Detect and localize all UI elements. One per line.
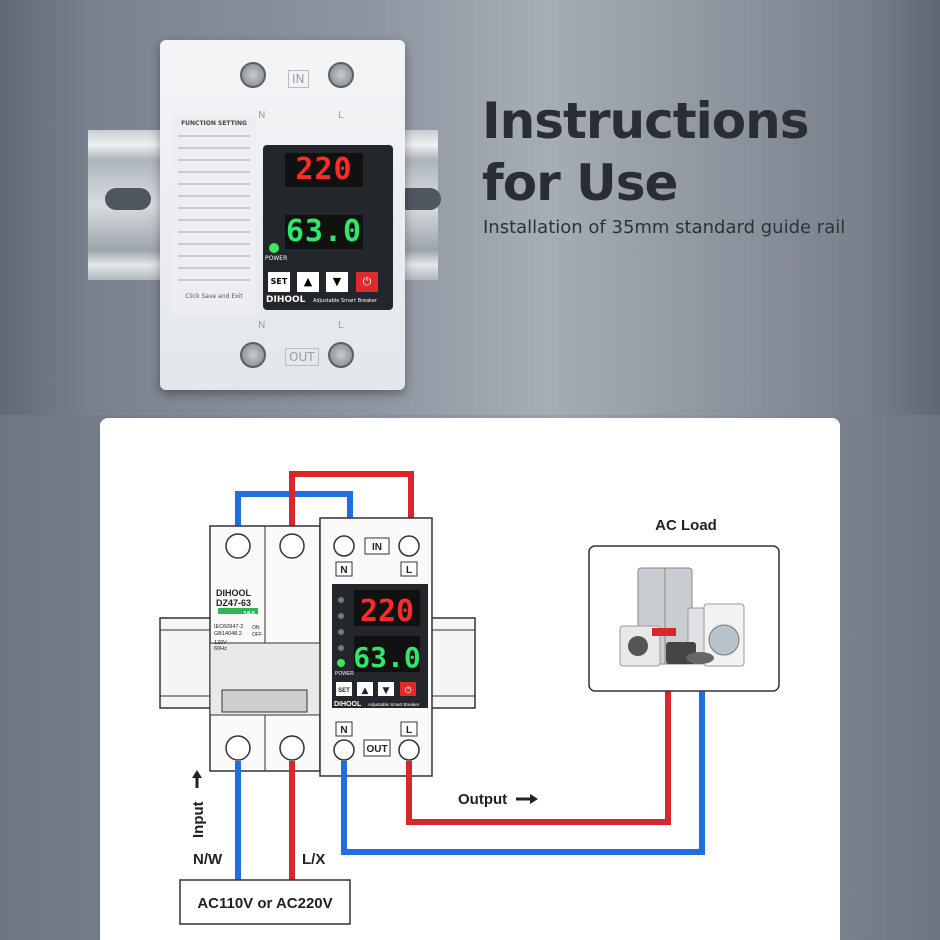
wire-red-output bbox=[406, 690, 671, 825]
up-arrow-icon: ▲ bbox=[362, 686, 369, 696]
terminal-screw-icon bbox=[240, 62, 266, 88]
current-display: 63.0 bbox=[285, 214, 363, 249]
set-label: SET bbox=[338, 688, 350, 694]
mcb-toggle[interactable] bbox=[221, 689, 308, 713]
mcb-model: DZ47-63 bbox=[216, 598, 251, 608]
down-arrow-icon: ▼ bbox=[383, 686, 390, 696]
input-arrow-icon bbox=[192, 770, 202, 788]
function-setting-title: FUNCTION SETTING bbox=[181, 120, 247, 127]
wall-shadow-right bbox=[852, 0, 940, 415]
mcb-on: ON bbox=[252, 625, 260, 631]
terminal-screw-icon bbox=[328, 342, 354, 368]
power-source-label: AC110V or AC220V bbox=[197, 895, 332, 912]
mcb-green-indicator bbox=[218, 608, 258, 614]
terminal-screw-icon bbox=[333, 535, 355, 557]
mcb-voltage: 120V bbox=[214, 640, 227, 646]
click-save-label: Click Save and Exit bbox=[185, 293, 243, 300]
neutral-label: N/W bbox=[193, 851, 223, 868]
in-label: IN bbox=[288, 70, 309, 88]
line-label: L/X bbox=[302, 851, 325, 868]
terminal-screw-icon bbox=[240, 342, 266, 368]
down-arrow-button[interactable]: ▼ bbox=[326, 272, 348, 292]
terminal-screw-icon bbox=[398, 739, 420, 761]
mcb-frequency: 60Hz bbox=[214, 646, 227, 652]
rail-slot bbox=[105, 188, 151, 210]
output-label: Output bbox=[458, 791, 507, 808]
input-label: Input bbox=[190, 801, 207, 838]
up-arrow-button[interactable] bbox=[357, 682, 373, 696]
mcb-brand: DIHOOL bbox=[216, 588, 252, 598]
ac-load-label: AC Load bbox=[655, 517, 717, 534]
terminal-screw-icon bbox=[225, 533, 251, 559]
terminal-screw-icon bbox=[225, 735, 251, 761]
n-label: N bbox=[258, 320, 266, 331]
mcb-rating: 16A bbox=[243, 611, 256, 618]
l-label: L bbox=[338, 320, 344, 331]
breaker-control-panel: 220 63.0 POWER SET ▲ ▼ ⏻ DIHOOL Adjustab… bbox=[263, 145, 393, 310]
n-label: N bbox=[258, 110, 266, 121]
wire-red-top bbox=[289, 471, 414, 530]
up-arrow-button[interactable]: ▲ bbox=[297, 272, 319, 292]
power-button[interactable]: ⏻ bbox=[356, 272, 378, 292]
l-label: L bbox=[406, 725, 412, 736]
brand-label: DIHOOL bbox=[334, 701, 362, 708]
out-label: OUT bbox=[366, 744, 387, 755]
power-source-box bbox=[179, 879, 351, 925]
out-label: OUT bbox=[285, 348, 319, 366]
brand-label: DIHOOL bbox=[266, 295, 306, 305]
in-label: IN bbox=[372, 542, 382, 553]
voltage-display: 220 bbox=[360, 594, 414, 629]
model-label: Adjustable Smart Breaker bbox=[368, 702, 420, 707]
output-arrow-icon bbox=[516, 794, 538, 804]
down-arrow-button[interactable] bbox=[378, 682, 394, 696]
rail-slot bbox=[395, 188, 441, 210]
power-label: POWER bbox=[265, 255, 288, 262]
model-label: Adjustable Smart Breaker bbox=[313, 298, 378, 304]
function-setting-panel: FUNCTION SETTING Click Save and Exit bbox=[172, 115, 256, 315]
product-photo: IN N L FUNCTION SETTING Click Save and E… bbox=[0, 0, 940, 415]
mcb-breaker: DIHOOL DZ47-63 16A IEC60947-2 GB14048.2 … bbox=[209, 525, 321, 772]
mcb-std1: IEC60947-2 bbox=[214, 624, 243, 630]
set-button[interactable] bbox=[336, 682, 352, 696]
wiring-diagram: DIHOOL DZ47-63 16A IEC60947-2 GB14048.2 … bbox=[159, 471, 780, 925]
power-led-icon bbox=[337, 659, 345, 667]
wiring-diagram-card: DIHOOL DZ47-63 16A IEC60947-2 GB14048.2 … bbox=[100, 418, 840, 940]
n-label: N bbox=[340, 565, 347, 576]
mcb-std2: GB14048.2 bbox=[214, 631, 242, 637]
hero-subtitle: Installation of 35mm standard guide rail bbox=[483, 217, 846, 238]
terminal-screw-icon bbox=[398, 535, 420, 557]
power-led-icon bbox=[269, 243, 279, 253]
l-label: L bbox=[338, 110, 344, 121]
hero-title-line1: Instructions bbox=[482, 92, 810, 150]
set-button[interactable]: SET bbox=[268, 272, 290, 292]
n-label: N bbox=[340, 725, 347, 736]
appliances-icon bbox=[619, 567, 745, 667]
wire-blue-output bbox=[341, 690, 705, 855]
function-setting-list bbox=[178, 135, 250, 285]
current-display: 63.0 bbox=[353, 641, 420, 674]
wall-shadow-left bbox=[0, 0, 95, 415]
hero-title-line2: for Use bbox=[482, 154, 678, 212]
power-icon: ⏻ bbox=[404, 685, 411, 696]
power-label: POWER bbox=[335, 671, 354, 677]
terminal-screw-icon bbox=[279, 735, 305, 761]
power-button[interactable] bbox=[400, 682, 416, 696]
voltage-display: 220 bbox=[285, 153, 363, 187]
smart-breaker-diagram: IN N L 220 63.0 POWER SET ▲ ▼ ⏻ DIHOOL A… bbox=[319, 517, 433, 777]
l-label: L bbox=[406, 565, 412, 576]
terminal-screw-icon bbox=[333, 739, 355, 761]
smart-breaker-photo: IN N L FUNCTION SETTING Click Save and E… bbox=[160, 40, 405, 390]
terminal-screw-icon bbox=[279, 533, 305, 559]
mcb-off: OFF bbox=[252, 632, 262, 638]
terminal-screw-icon bbox=[328, 62, 354, 88]
hero-title: Instructions for Use bbox=[482, 90, 810, 214]
